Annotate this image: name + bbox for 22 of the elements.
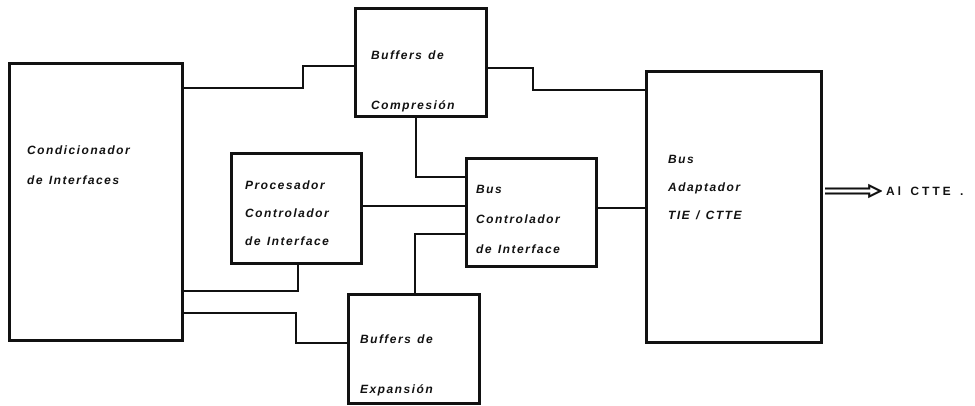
block-label: Bus Controlador de Interface (476, 181, 562, 258)
block-box (354, 7, 488, 118)
block-box (645, 70, 823, 344)
block-label: Bus Adaptador TIE / CTTE (668, 151, 744, 224)
block-box (347, 293, 481, 405)
connector-line (363, 205, 465, 207)
connector-line (488, 67, 645, 91)
connector-line (415, 118, 465, 178)
double-line-arrow (825, 184, 882, 198)
block-box (230, 152, 363, 265)
block-label: Buffers de Compresión (371, 47, 458, 114)
block-label: Procesador Controlador de Interface (245, 177, 332, 250)
connector-line (184, 65, 354, 89)
connector-line (414, 233, 465, 293)
connector-line (184, 265, 299, 292)
connector-line (598, 207, 645, 209)
block-label: Condicionador de Interfaces (27, 142, 132, 189)
connector-line (184, 312, 347, 344)
output-label: Al CTTE . (886, 183, 968, 200)
block-label: Buffers de Expansión (360, 331, 436, 398)
block-box (465, 157, 598, 268)
block-box (8, 62, 184, 342)
